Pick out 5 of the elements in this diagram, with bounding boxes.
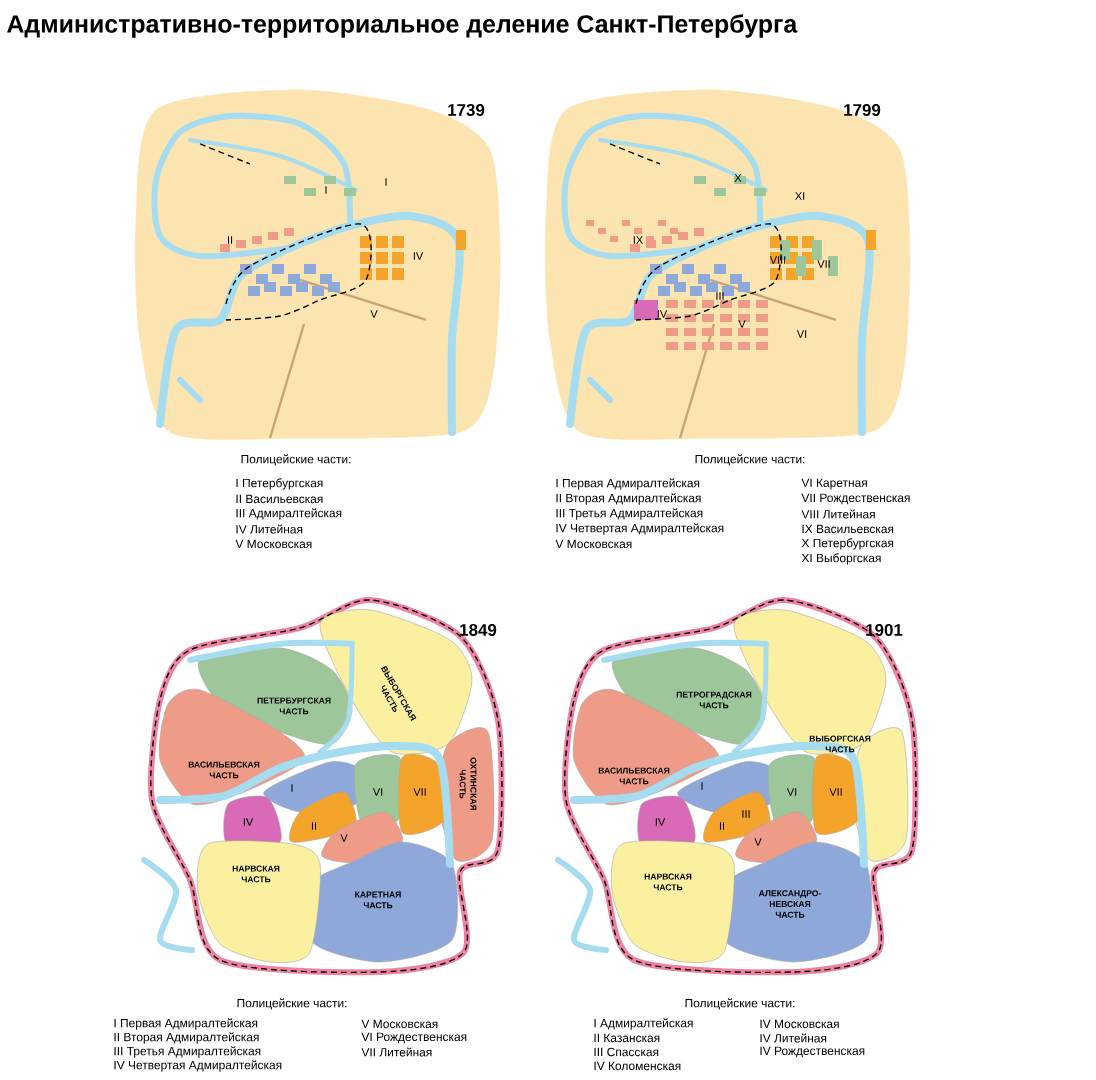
year-label: 1799 <box>844 104 881 116</box>
year-label: 1849 <box>460 624 497 636</box>
year-label: 1901 <box>866 624 903 636</box>
year-label: 1739 <box>448 104 485 116</box>
title: Административно-территориальное деление Санкт-Петербурга <box>7 14 798 38</box>
